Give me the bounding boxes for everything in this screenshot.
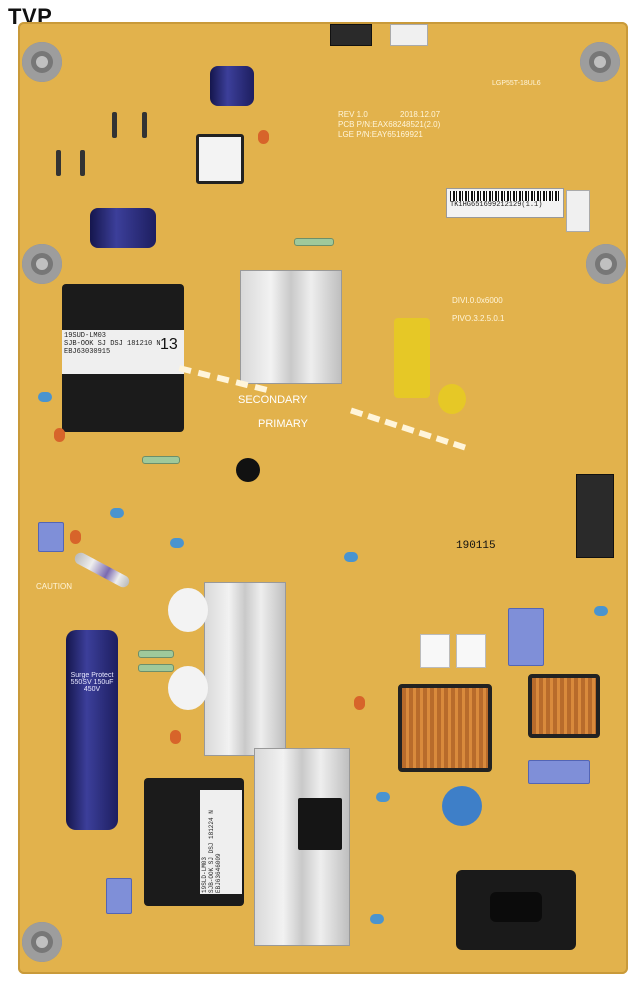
transformer-lower-label: 19SLD-LM03 SJB-OOK SJ DSJ 181224 N EBJ63… xyxy=(200,790,242,894)
mount-hole-top-right xyxy=(580,42,620,82)
smd-cap-orange-2 xyxy=(54,428,65,442)
coil-white-upper xyxy=(168,588,208,632)
ac-socket-inner xyxy=(490,892,542,922)
transformer-upper: 19SUD-LM03 SJB-OOK SJ DSJ 181210 N EBJ63… xyxy=(62,284,184,432)
diode-4 xyxy=(80,150,85,176)
resistor-1 xyxy=(294,238,334,246)
mount-hole-mid-left xyxy=(22,244,62,284)
resistor-2 xyxy=(142,456,180,464)
smd-cap-blue-2 xyxy=(110,508,124,518)
mount-hole-mid-right xyxy=(586,244,626,284)
silk-pcb-pn: PCB P/N:EAX68248521(2.0) xyxy=(338,120,441,129)
mount-hole-bottom-left xyxy=(22,922,62,962)
transformer-upper-line3: EBJ63030915 xyxy=(64,348,111,356)
silk-lge-pn: LGE P/N:EAY65169921 xyxy=(338,130,423,139)
silk-date: 2018.12.07 xyxy=(400,110,441,119)
transformer-lower-line3: EBJ63646009 xyxy=(215,853,222,893)
transformer-lower-line2: SJB-OOK SJ DSJ 181224 N xyxy=(208,810,215,893)
barcode-label: TK1HG651699212129(1.1) xyxy=(446,188,564,218)
bridge-rectifier xyxy=(298,798,342,850)
transformer-upper-line2: SJB-OOK SJ DSJ 181210 N xyxy=(64,340,161,348)
silk-primary: PRIMARY xyxy=(258,418,308,430)
silk-caution: CAUTION xyxy=(36,582,72,591)
inductor-white-small xyxy=(196,134,244,184)
smd-cap-blue-7 xyxy=(370,914,384,924)
smd-cap-orange-1 xyxy=(258,130,269,144)
smd-cap-orange-4 xyxy=(354,696,365,710)
barcode-text: TK1HG651699212129(1.1) xyxy=(450,201,543,209)
cap-mid-small xyxy=(90,208,156,248)
connector-top-black xyxy=(330,24,372,46)
xcap-right-low xyxy=(528,760,590,784)
transistor-black xyxy=(236,458,260,482)
transformer-upper-line1: 19SUD-LM03 xyxy=(64,332,107,340)
xcap-right-mid xyxy=(508,608,544,666)
resistor-4 xyxy=(138,664,174,672)
smd-cap-orange-5 xyxy=(170,730,181,744)
cap-yellow-round xyxy=(438,384,466,414)
xcap-left-top xyxy=(38,522,64,552)
heatsink-center-top xyxy=(240,270,342,384)
smd-cap-blue-5 xyxy=(594,606,608,616)
choke-right xyxy=(528,674,600,738)
silk-secondary: SECONDARY xyxy=(238,394,308,406)
cap-yellow-pair xyxy=(394,318,430,398)
relay-white-2 xyxy=(456,634,486,668)
diode-3 xyxy=(56,150,61,176)
fuse xyxy=(72,550,132,590)
diode-2 xyxy=(142,112,147,138)
diode-1 xyxy=(112,112,117,138)
varistor-disk xyxy=(442,786,482,826)
isolation-line-right xyxy=(350,407,466,451)
silk-ver-b: PIVO.3.2.5.0.1 xyxy=(452,314,505,323)
heatsink-center-mid xyxy=(204,582,286,756)
silk-rev: REV 1.0 xyxy=(338,110,368,119)
mount-hole-top-left xyxy=(22,42,62,82)
relay-white-1 xyxy=(420,634,450,668)
connector-right-black xyxy=(576,474,614,558)
smd-cap-blue-3 xyxy=(170,538,184,548)
transformer-upper-label: 19SUD-LM03 SJB-OOK SJ DSJ 181210 N EBJ63… xyxy=(62,330,184,374)
transformer-upper-mark: 13 xyxy=(160,336,178,353)
connector-right-white xyxy=(566,190,590,232)
connector-top-white xyxy=(390,24,428,46)
xcap-bottom-left xyxy=(106,878,132,914)
silk-ver-a: DIVI.0.0x6000 xyxy=(452,296,503,305)
resistor-3 xyxy=(138,650,174,658)
ac-power-socket xyxy=(456,870,576,950)
barcode-bars xyxy=(450,191,560,201)
transformer-lower-line1: 19SLD-LM03 xyxy=(201,856,208,893)
stamp-mark: 190115 xyxy=(456,540,496,552)
smd-cap-blue-6 xyxy=(376,792,390,802)
bulk-capacitor-text: Surge Protect 550SV 150uF 450V xyxy=(70,672,114,693)
smd-cap-blue-1 xyxy=(38,392,52,402)
smd-cap-orange-3 xyxy=(70,530,81,544)
smd-cap-blue-4 xyxy=(344,552,358,562)
silk-model: LGP55T-18UL6 xyxy=(492,80,541,87)
cap-top-small xyxy=(210,66,254,106)
choke-left xyxy=(398,684,492,772)
transformer-lower: 19SLD-LM03 SJB-OOK SJ DSJ 181224 N EBJ63… xyxy=(144,778,244,906)
bulk-capacitor: Surge Protect 550SV 150uF 450V xyxy=(66,630,118,830)
power-supply-board: REV 1.0 2018.12.07 PCB P/N:EAX68248521(2… xyxy=(18,22,628,974)
coil-white-lower xyxy=(168,666,208,710)
